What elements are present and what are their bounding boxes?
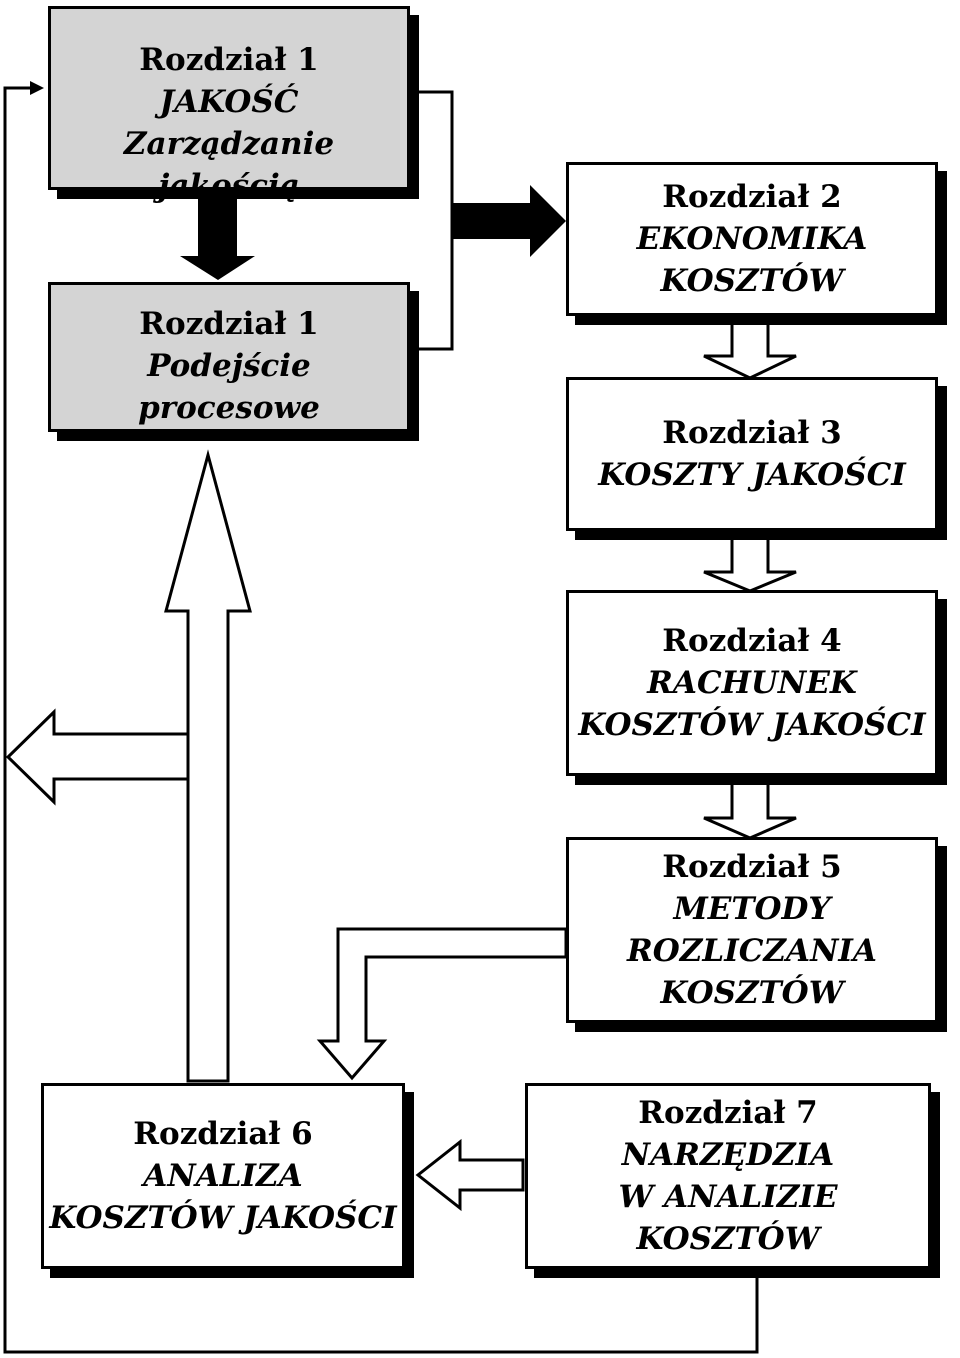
chapter-2-title-line-1: EKONOMIKA: [636, 221, 868, 257]
arrow-to-chapter-2: [452, 185, 566, 257]
arrow-chapter-7-to-6: [415, 1138, 525, 1212]
arrow-chapter-4-to-5: [703, 776, 797, 840]
chapter-7-title-line-1: NARZĘDZIA: [621, 1137, 835, 1173]
chapter-6-title-line-2: KOSZTÓW JAKOŚCI: [49, 1200, 397, 1236]
chapter-4-heading: Rozdział 4: [662, 623, 842, 659]
chapter-5-box: Rozdział 5 METODY ROZLICZANIA KOSZTÓW: [566, 837, 938, 1023]
chapter-6-box: Rozdział 6 ANALIZA KOSZTÓW JAKOŚCI: [41, 1083, 405, 1269]
chapter-5-title-line-2: ROZLICZANIA: [627, 933, 877, 969]
chapter-1-title: JAKOŚĆ: [159, 84, 299, 120]
chapter-1-process-box: Rozdział 1 Podejście procesowe: [48, 282, 410, 432]
chapter-1-process-heading: Rozdział 1: [139, 306, 319, 342]
chapter-5-title-line-3: KOSZTÓW: [660, 975, 844, 1011]
chapter-7-title-line-2: W ANALIZIE KOSZTÓW: [618, 1179, 838, 1257]
arrow-chapter-3-to-4: [703, 531, 797, 593]
arrow-chapter-2-to-3: [703, 316, 797, 380]
chapter-4-title-line-1: RACHUNEK: [647, 665, 857, 701]
arrow-chapter-6-to-1: [164, 449, 252, 1083]
chapter-6-heading: Rozdział 6: [133, 1116, 313, 1152]
chapter-1-subtitle: Zarządzanie jakością: [123, 126, 335, 204]
chapter-2-title-line-2: KOSZTÓW: [660, 263, 844, 299]
chapter-6-title-line-1: ANALIZA: [143, 1158, 303, 1194]
chapter-1-quality-box: Rozdział 1 JAKOŚĆ Zarządzanie jakością: [48, 6, 410, 204]
feedback-loop-arrowhead: [30, 81, 44, 95]
chapter-2-heading: Rozdział 2: [662, 179, 842, 215]
arrow-chapter-5-to-6: [316, 927, 568, 1081]
feedback-loop-line: [3, 86, 759, 1354]
chapter-7-heading: Rozdział 7: [638, 1095, 818, 1131]
chapter-5-heading: Rozdział 5: [662, 849, 842, 885]
chapter-2-box: Rozdział 2 EKONOMIKA KOSZTÓW: [566, 162, 938, 316]
arrow-jakosc-to-proces: [180, 196, 255, 280]
chapter-4-title-line-2: KOSZTÓW JAKOŚCI: [578, 707, 926, 743]
chapter-3-heading: Rozdział 3: [662, 415, 842, 451]
chapter-4-box: Rozdział 4 RACHUNEK KOSZTÓW JAKOŚCI: [566, 590, 938, 776]
chapter-7-box: Rozdział 7 NARZĘDZIA W ANALIZIE KOSZTÓW: [525, 1083, 931, 1269]
chapter-3-box: Rozdział 3 KOSZTY JAKOŚCI: [566, 377, 938, 531]
chapter-1-heading: Rozdział 1: [139, 42, 319, 78]
chapter-1-process-title: Podejście procesowe: [138, 348, 320, 426]
arrow-left-output: [5, 708, 190, 806]
chapter-3-title: KOSZTY JAKOŚCI: [598, 457, 906, 493]
bracket-connector: [418, 90, 454, 351]
chapter-5-title-line-1: METODY: [673, 891, 831, 927]
